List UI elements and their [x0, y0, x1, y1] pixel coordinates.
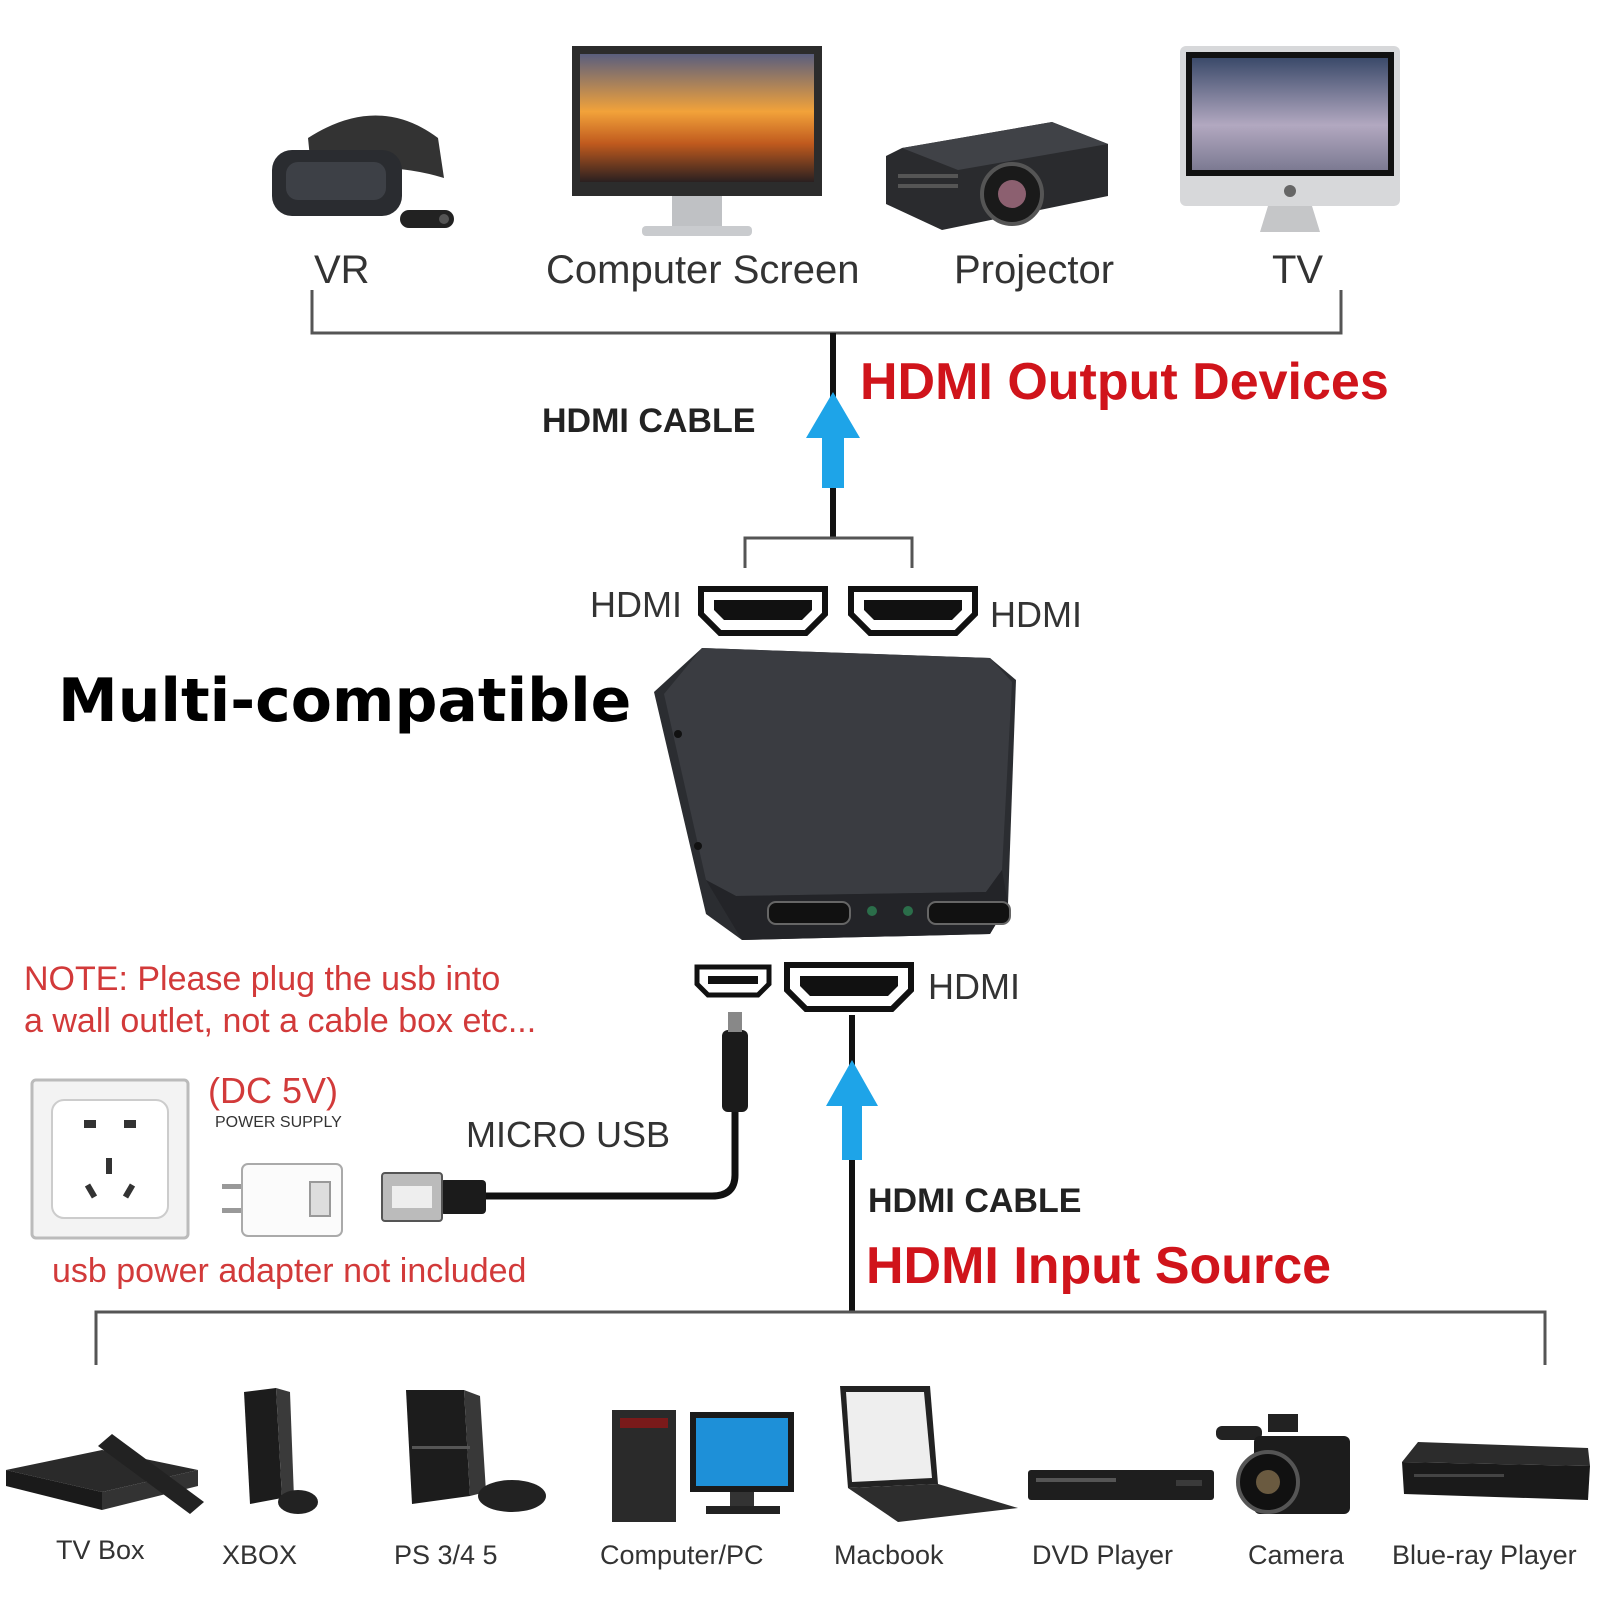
micro-usb-port-icon: [694, 964, 772, 998]
output-arrow-icon: [806, 392, 860, 488]
computer-pc-icon: [610, 1408, 796, 1524]
dvd-player-icon: [1026, 1466, 1216, 1510]
input-bracket: [94, 1310, 1547, 1365]
output-devices-title: HDMI Output Devices: [860, 353, 1389, 411]
output-bracket: [310, 290, 1343, 335]
input-label-computer-pc: Computer/PC: [600, 1540, 764, 1570]
input-source-title: HDMI Input Source: [866, 1237, 1332, 1295]
port-label-hdmi-input: HDMI: [928, 966, 1020, 1007]
wall-outlet-icon: [30, 1078, 190, 1240]
input-cable-label: HDMI CABLE: [868, 1182, 1082, 1220]
blu-ray-player-icon: [1398, 1440, 1594, 1510]
port-label-hdmi-left: HDMI: [590, 584, 682, 625]
projector-icon: [882, 118, 1112, 236]
output-cable-label: HDMI CABLE: [542, 402, 756, 440]
input-label-macbook: Macbook: [834, 1540, 944, 1570]
multi-compatible-headline: Multi-compatible: [58, 666, 632, 736]
micro-usb-plug-icon: [722, 1030, 748, 1112]
port-label-hdmi-right: HDMI: [990, 594, 1082, 635]
power-supply-label: POWER SUPPLY: [215, 1114, 342, 1131]
usb-cable: [468, 1110, 739, 1200]
input-label-camera: Camera: [1248, 1540, 1345, 1570]
input-label-ps: PS 3/4 5: [394, 1540, 498, 1570]
power-note-line1: NOTE: Please plug the usb into: [24, 960, 501, 998]
splitter-output-bracket: [743, 536, 914, 568]
input-label-dvd-player: DVD Player: [1032, 1540, 1174, 1570]
output-label-computer-screen: Computer Screen: [546, 248, 860, 292]
power-note-line2: a wall outlet, not a cable box etc...: [24, 1002, 537, 1040]
tv-box-icon: [2, 1430, 208, 1520]
input-arrow-icon: [826, 1060, 878, 1160]
input-label-blu-ray-player: Blue-ray Player: [1392, 1540, 1577, 1570]
input-label-xbox: XBOX: [222, 1540, 298, 1570]
hdmi-port-icon: [698, 586, 828, 636]
hdmi-port-icon: [848, 586, 978, 636]
micro-usb-label: MICRO USB: [466, 1114, 671, 1155]
dc-5v-label: (DC 5V): [208, 1070, 339, 1111]
hdmi-input-port-icon: [784, 962, 914, 1012]
hdmi-splitter-device: [650, 644, 1050, 944]
output-label-tv: TV: [1272, 248, 1324, 292]
camera-icon: [1216, 1412, 1356, 1524]
xbox-icon: [240, 1386, 320, 1520]
macbook-icon: [834, 1384, 1020, 1524]
usb-a-plug-icon: [440, 1180, 486, 1214]
tv-imac-icon: [1180, 46, 1400, 236]
playstation-icon: [400, 1386, 550, 1520]
vr-headset-icon: [268, 98, 458, 238]
output-label-projector: Projector: [954, 248, 1115, 292]
adapter-not-included-note: usb power adapter not included: [52, 1252, 527, 1290]
input-label-tv-box: TV Box: [56, 1535, 145, 1565]
output-label-vr: VR: [314, 248, 370, 292]
usb-power-adapter-icon: [222, 1160, 354, 1240]
computer-screen-icon: [572, 46, 822, 241]
